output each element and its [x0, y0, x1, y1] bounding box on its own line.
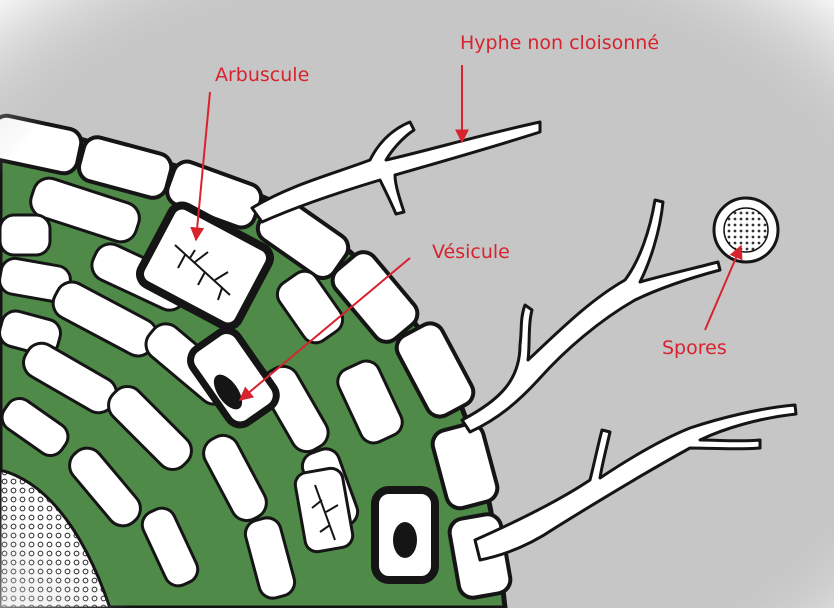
- label-spores: Spores: [662, 339, 727, 358]
- label-vesicle: Vésicule: [432, 243, 510, 262]
- label-arbuscule: Arbuscule: [215, 66, 309, 85]
- vesicle-cell-lower: [375, 490, 435, 580]
- label-hyphae: Hyphe non cloisonné: [460, 34, 659, 53]
- spore: [714, 198, 778, 262]
